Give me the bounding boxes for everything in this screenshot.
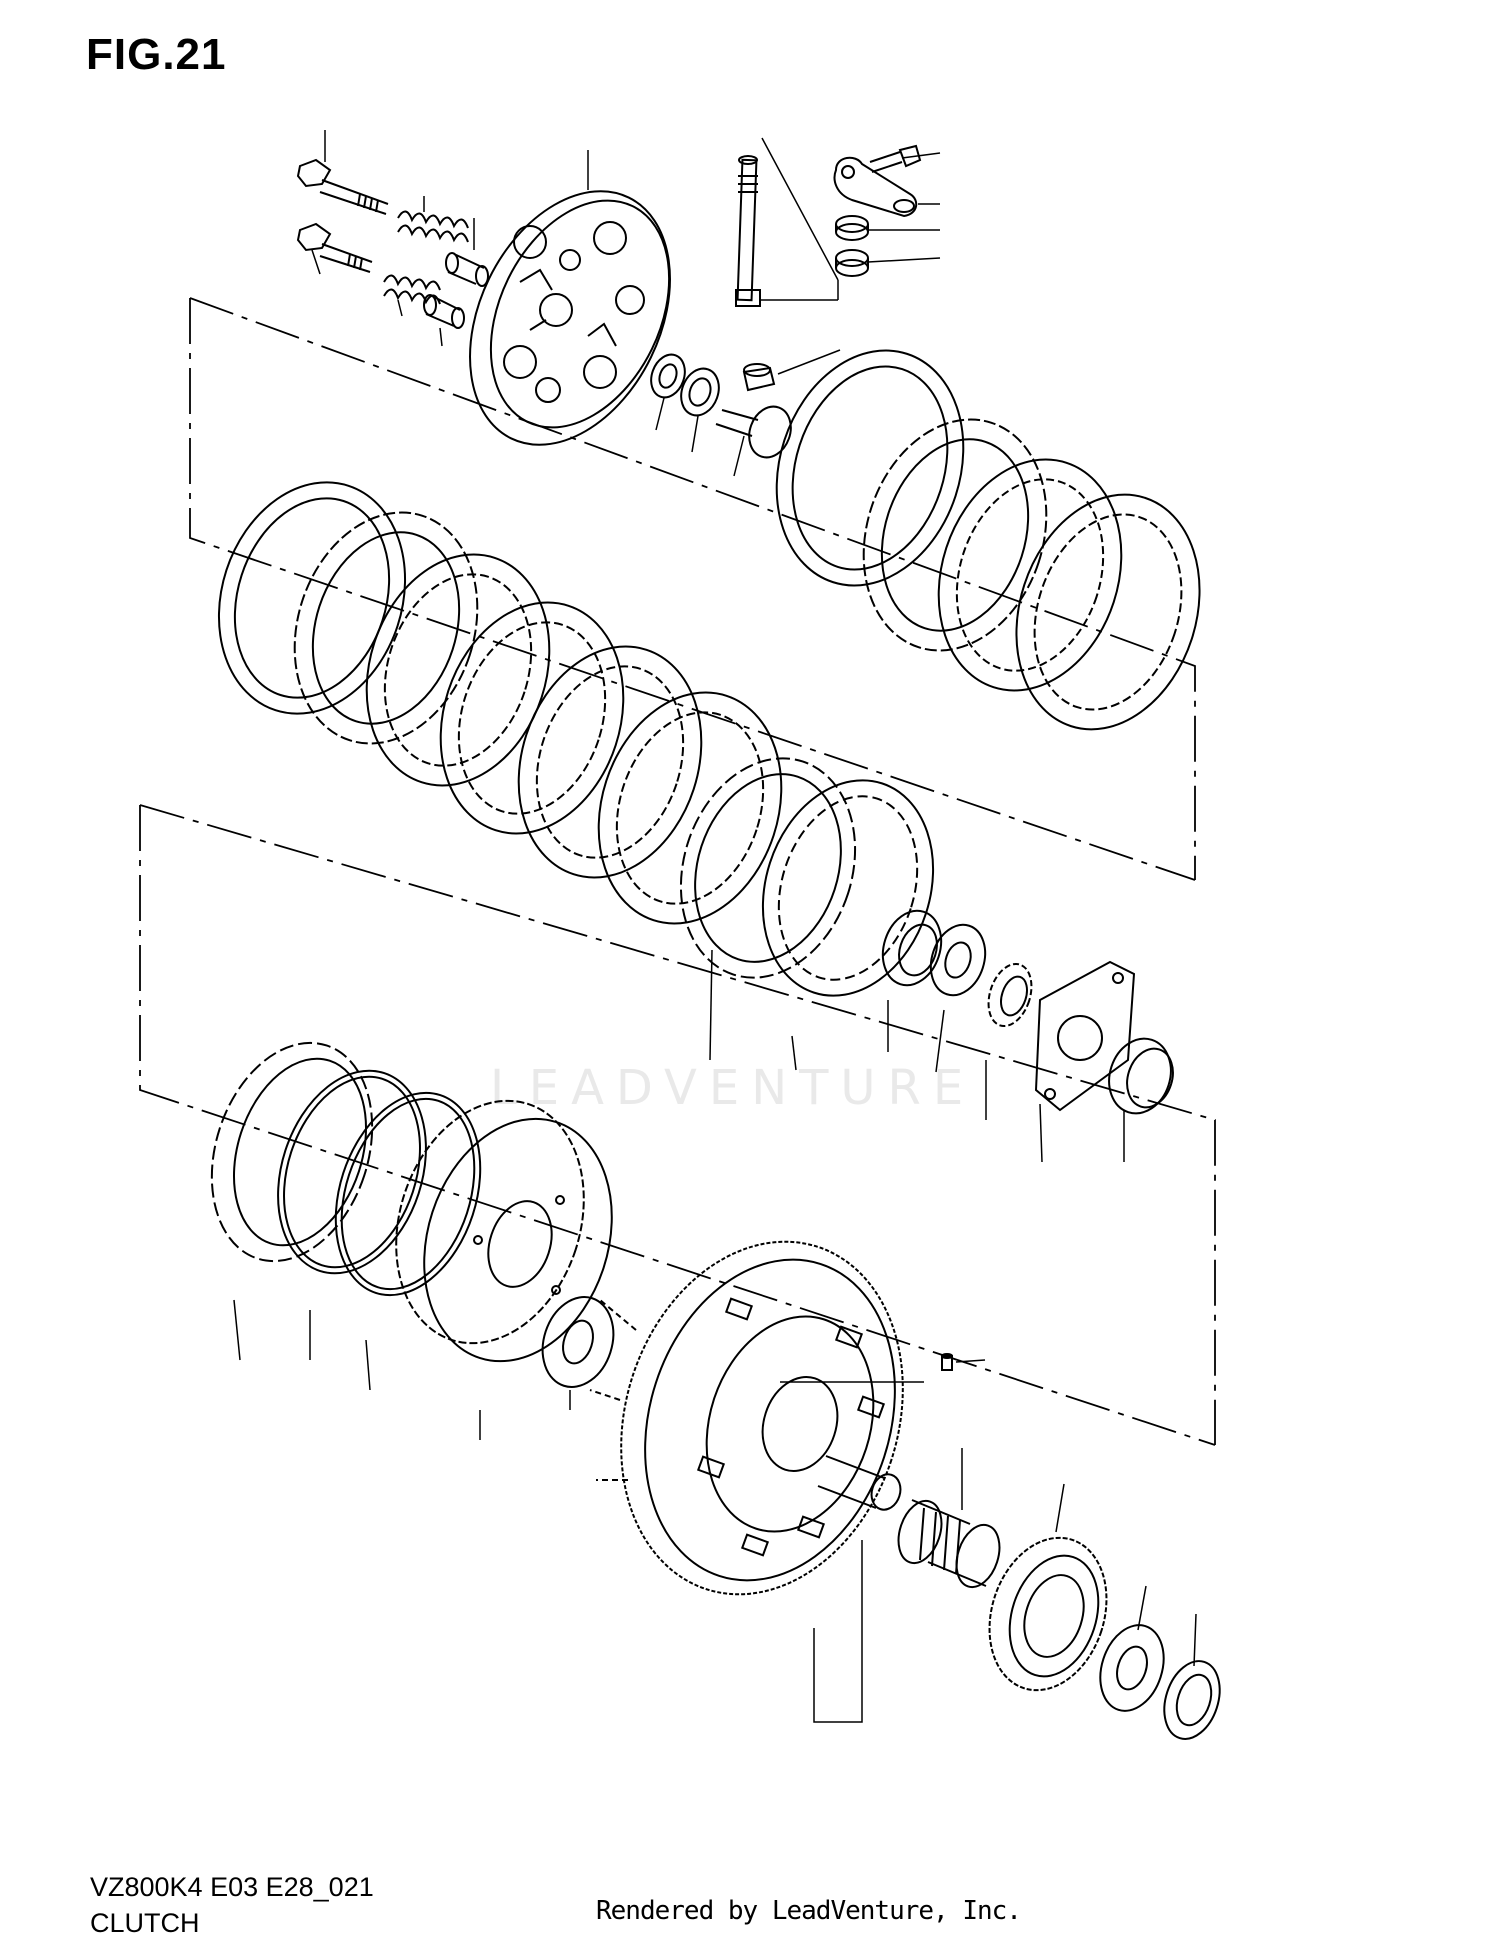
pulley-6 [1108, 1037, 1174, 1115]
render-credit: Rendered by LeadVenture, Inc. [596, 1896, 1022, 1926]
release-arm-25 [833, 156, 918, 218]
watermark: LEADVENTURE [490, 1060, 976, 1116]
nut-3 [1163, 1660, 1221, 1740]
primary-driven-gear-1 [589, 1240, 904, 1596]
spring-washer-7 [679, 757, 857, 979]
bracket-13 [1034, 960, 1136, 1112]
push-rod-bracket-line [760, 137, 839, 301]
assembly-boundary-lines [139, 297, 1216, 1446]
bush-30 [835, 215, 869, 241]
bearing-16 [881, 909, 943, 987]
bolt-15 [296, 222, 373, 273]
circlip-11 [334, 1091, 482, 1297]
part-code: VZ800K4 E03 E28_021 [90, 1872, 374, 1902]
washer-26 [650, 353, 686, 399]
bearing-28 [835, 249, 869, 277]
sleeve-1-shaft [817, 1455, 902, 1511]
oil-pump-drive-gear-32 [988, 1536, 1108, 1692]
washer-2 [1099, 1624, 1165, 1712]
needle-bearing-4 [897, 1499, 1001, 1589]
push-rod-24 [735, 155, 761, 307]
bolt-14 [296, 158, 389, 215]
clutch-plate-stack-upper [217, 349, 1201, 925]
spring-22 [383, 274, 441, 305]
washer-19 [929, 923, 987, 997]
washer-17 [541, 1296, 615, 1388]
bearing-12 [987, 962, 1033, 1028]
spacer-20-upper [445, 252, 489, 287]
circlip-18 [277, 1069, 427, 1275]
spacer-20-lower [423, 294, 465, 329]
push-piece-23 [715, 405, 792, 459]
pressure-plate-10 [469, 190, 671, 446]
bearing-29 [680, 367, 720, 417]
spring-21 [397, 210, 469, 243]
part-name: CLUTCH [90, 1908, 200, 1938]
spring-washer-seat-9 [761, 779, 935, 997]
push-rod-27 [742, 363, 776, 392]
clutch-sleeve-hub-5 [395, 1099, 613, 1363]
pin-33 [941, 1353, 953, 1371]
cushion-spring-8 [210, 1041, 374, 1263]
leader-lines [233, 130, 1197, 1723]
figure-title: FIG.21 [86, 30, 227, 79]
bolt-31 [869, 144, 922, 173]
